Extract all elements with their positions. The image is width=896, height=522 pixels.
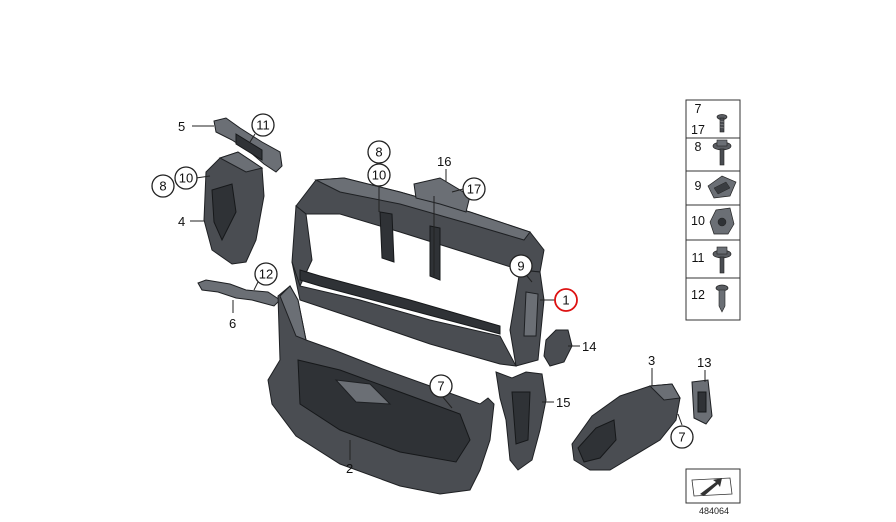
- callout-13: 13: [697, 355, 711, 370]
- callout-7: 7: [437, 379, 444, 394]
- hardware-label-17: 17: [691, 123, 705, 137]
- part-4-air-duct: [203, 151, 265, 265]
- callout-9: 9: [517, 259, 524, 274]
- hardware-row-10: 10: [691, 207, 735, 235]
- part-14-cover: [543, 329, 573, 367]
- expanding-rivet-icon: [715, 284, 729, 313]
- reference-box: 484064: [685, 468, 741, 516]
- callout-8: 8: [375, 145, 382, 160]
- hardware-label-7: 7: [695, 102, 702, 116]
- part-5-bracket: [213, 117, 283, 173]
- diagram-arrow-icon: [691, 477, 733, 497]
- hardware-row-12: 12: [691, 284, 729, 313]
- callout-11: 11: [256, 118, 270, 133]
- part-2-lower-air-guide: [267, 285, 495, 495]
- callout-15: 15: [556, 395, 570, 410]
- callout-4: 4: [178, 214, 185, 229]
- callout-16: 16: [437, 154, 451, 169]
- callout-3: 3: [648, 353, 655, 368]
- callout-6: 6: [229, 316, 236, 331]
- callout-8: 8: [159, 179, 166, 194]
- part-3-air-duct: [571, 383, 681, 471]
- callout-1: 1: [562, 293, 569, 308]
- clip-nut-icon: [709, 207, 735, 235]
- spring-nut-icon: [707, 175, 737, 199]
- hardware-row-8: 8: [695, 139, 732, 166]
- part-13-bracket: [691, 379, 713, 425]
- hardware-row-7-17: 7 17: [691, 102, 728, 137]
- washer-screw-icon: [712, 246, 732, 274]
- callout-14: 14: [582, 339, 596, 354]
- callout-10: 10: [372, 168, 386, 183]
- part-16-plate: [413, 177, 471, 213]
- part-6-bracket: [197, 279, 281, 307]
- callout-12: 12: [259, 267, 273, 282]
- callout-17: 17: [467, 182, 481, 197]
- screw-icon: [716, 114, 728, 133]
- hardware-table: 7 17 8 9 10: [685, 99, 741, 321]
- hex-collar-screw-icon: [712, 139, 732, 166]
- part-15-bracket: [495, 371, 547, 471]
- callout-2: 2: [346, 461, 353, 476]
- hardware-label-12: 12: [691, 288, 705, 302]
- part-1-front-frame: [291, 177, 545, 367]
- callouts: 5 11 8 10 4 8 10 16 17 9 1 12 6 14 7 15 …: [151, 113, 711, 476]
- reference-number: 484064: [699, 506, 729, 516]
- hardware-row-11: 11: [692, 246, 732, 274]
- hardware-label-8: 8: [695, 140, 702, 154]
- hardware-label-9: 9: [695, 179, 702, 193]
- hardware-row-9: 9: [695, 175, 737, 199]
- callout-5: 5: [178, 119, 185, 134]
- hardware-label-10: 10: [691, 214, 705, 228]
- callout-10: 10: [179, 171, 193, 186]
- hardware-label-11: 11: [692, 251, 705, 265]
- callout-7: 7: [678, 430, 685, 445]
